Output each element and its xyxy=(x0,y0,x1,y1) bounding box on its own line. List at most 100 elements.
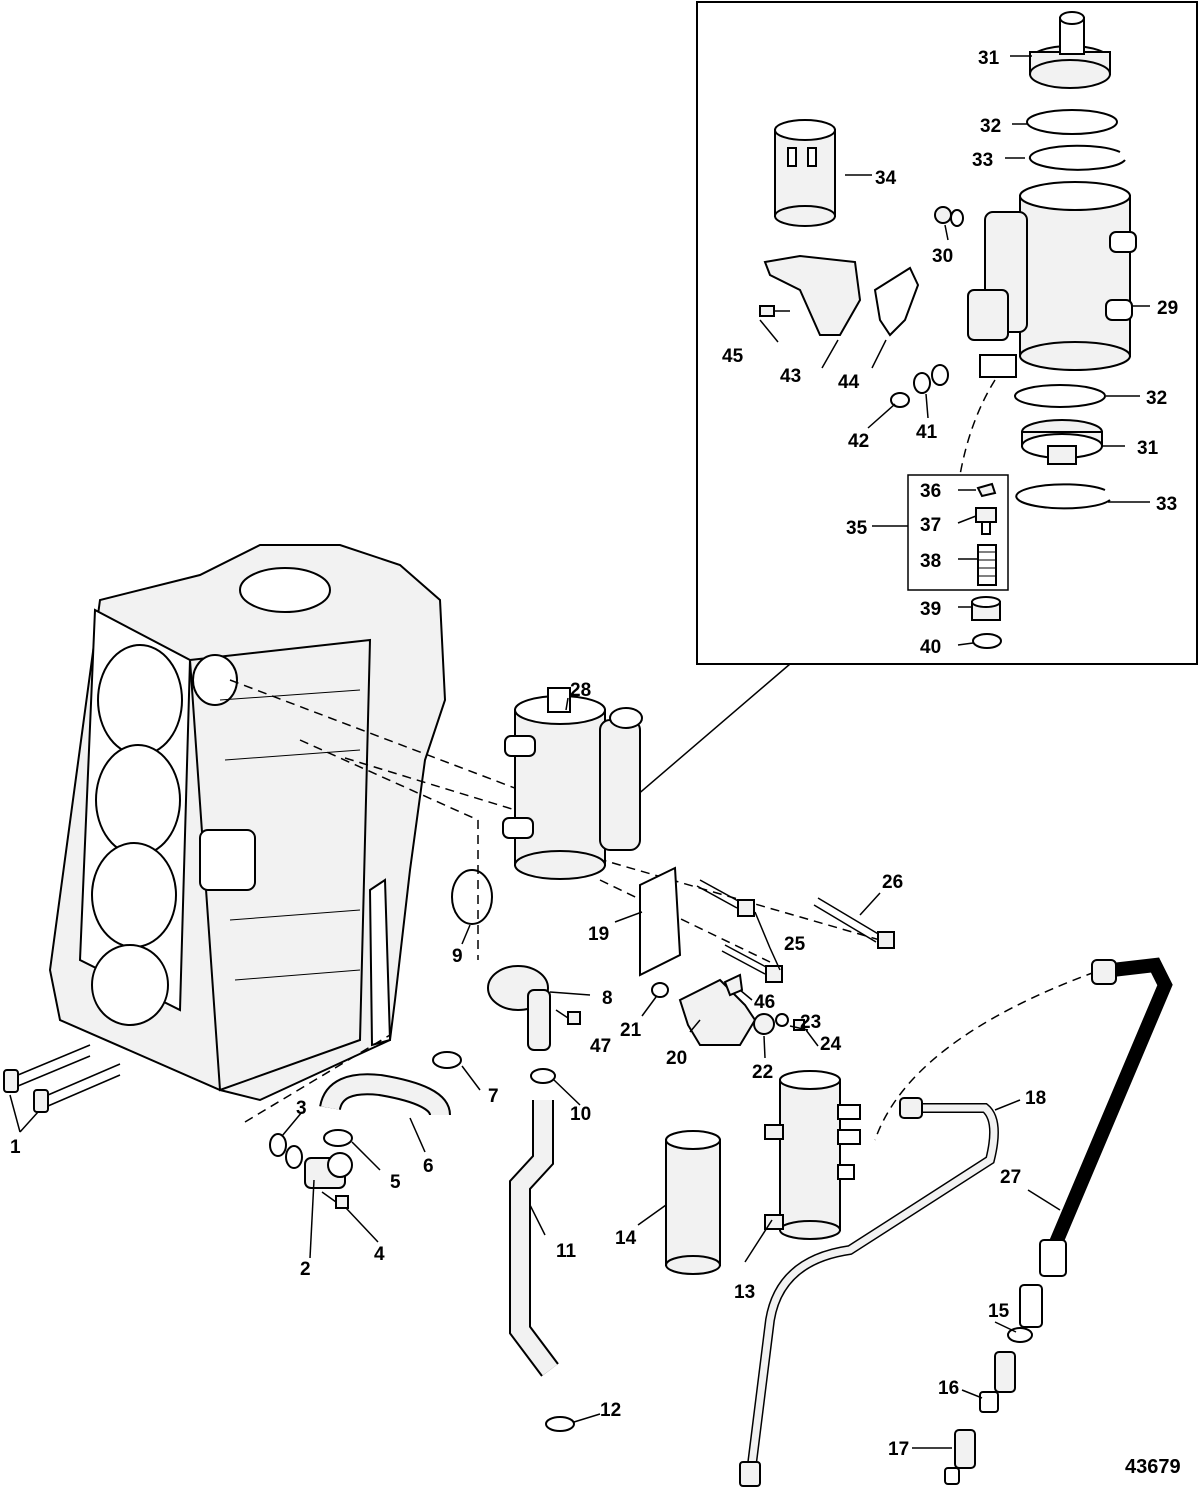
part-19-gasket-plate xyxy=(639,866,682,977)
callout-16: 16 xyxy=(938,1378,959,1399)
part-47-bolt xyxy=(555,1009,581,1025)
part-15-hose-clamp xyxy=(1007,1327,1033,1343)
callout-labels: 1 2 3 4 5 6 7 8 9 10 11 12 13 14 15 16 1… xyxy=(10,48,1181,1478)
part-27-route-path xyxy=(874,971,1096,1141)
part-29-filter-housing xyxy=(967,181,1137,378)
part-3-oring-b xyxy=(285,1145,303,1169)
part-22-grommet xyxy=(753,1013,775,1035)
callout-7: 7 xyxy=(488,1086,499,1107)
part-31-cap-top xyxy=(1029,11,1111,89)
part-38-spring xyxy=(977,544,997,586)
callout-35: 35 xyxy=(846,518,868,539)
part-6-hose-fill xyxy=(321,1075,449,1117)
callout-32-lower: 32 xyxy=(1146,388,1167,409)
part-4-bolt xyxy=(321,1191,349,1209)
inset-assembly-path xyxy=(959,379,996,476)
callout-43: 43 xyxy=(780,366,801,387)
part-35-kit-frame xyxy=(907,474,1009,591)
callout-10: 10 xyxy=(570,1104,591,1125)
engine-block xyxy=(48,544,447,1102)
part-37-valve xyxy=(975,507,997,535)
part-13-filter-housing xyxy=(764,1070,861,1240)
callout-18: 18 xyxy=(1025,1088,1046,1109)
callout-37: 37 xyxy=(920,515,941,536)
callout-12: 12 xyxy=(600,1400,621,1421)
callout-25: 25 xyxy=(784,934,806,955)
callout-39: 39 xyxy=(920,599,941,620)
part-2-elbow-fitting xyxy=(304,1152,353,1189)
callout-6: 6 xyxy=(423,1156,434,1177)
part-18-connector-end xyxy=(739,1461,761,1487)
part-1-bolts xyxy=(3,1044,121,1133)
part-30-fitting xyxy=(934,206,964,227)
callout-32: 32 xyxy=(980,116,1001,137)
callout-28: 28 xyxy=(570,680,591,701)
callout-30: 30 xyxy=(932,246,953,267)
inset-leader-line xyxy=(621,663,791,809)
part-18-connector xyxy=(899,1097,923,1119)
callout-13: 13 xyxy=(734,1282,755,1303)
callout-14: 14 xyxy=(615,1228,637,1249)
callout-31: 31 xyxy=(978,48,1000,69)
part-32-oring-top xyxy=(1026,109,1118,135)
block-assembly-paths xyxy=(229,679,881,1123)
callout-24: 24 xyxy=(820,1034,842,1055)
callout-8: 8 xyxy=(602,988,613,1009)
part-20-bracket xyxy=(678,978,757,1046)
part-40-oring xyxy=(972,633,1002,649)
inset-leader-lines xyxy=(759,55,1150,646)
callout-11: 11 xyxy=(556,1241,577,1262)
part-9-oring xyxy=(451,869,493,925)
callout-1: 1 xyxy=(10,1137,21,1158)
part-36-cap xyxy=(976,482,997,498)
part-8-thermostat-cover xyxy=(487,965,551,1051)
part-3-oring-a xyxy=(269,1133,287,1157)
part-46-clip xyxy=(723,973,744,997)
main-leader-lines xyxy=(281,697,1061,1449)
part-41-seal xyxy=(913,372,931,394)
callout-40: 40 xyxy=(920,637,941,658)
callout-47: 47 xyxy=(590,1036,611,1057)
callout-33: 33 xyxy=(972,150,993,171)
callout-46: 46 xyxy=(754,992,775,1013)
part-31-cap-bottom xyxy=(1021,419,1103,465)
part-24-nut xyxy=(793,1019,805,1031)
callout-36: 36 xyxy=(920,481,941,502)
part-28-filter-assembly xyxy=(502,687,643,880)
callout-26: 26 xyxy=(882,872,903,893)
part-42-oring xyxy=(890,392,910,408)
part-27-corrugated-hose xyxy=(1019,957,1173,1328)
callout-17: 17 xyxy=(888,1439,909,1460)
part-5-hose-clamp xyxy=(323,1129,353,1147)
callout-31-lower: 31 xyxy=(1137,438,1159,459)
part-26-bolt xyxy=(813,897,895,949)
callout-9: 9 xyxy=(452,946,463,967)
callout-33-lower: 33 xyxy=(1156,494,1177,515)
part-43-filter-adapter xyxy=(763,254,862,336)
part-33-snap-ring-bottom xyxy=(1015,483,1111,510)
part-25-bolts xyxy=(696,879,783,983)
callout-22: 22 xyxy=(752,1062,773,1083)
detail-inset-frame xyxy=(696,1,1198,665)
part-10-oring xyxy=(530,1068,556,1084)
part-33-snap-ring-top xyxy=(1028,144,1126,171)
callout-27: 27 xyxy=(1000,1167,1021,1188)
part-18-fuel-line-fill xyxy=(746,1104,998,1481)
callout-29: 29 xyxy=(1157,298,1178,319)
callout-41: 41 xyxy=(916,422,938,443)
callout-19: 19 xyxy=(588,924,609,945)
part-32-oring-bottom xyxy=(1014,384,1106,408)
callout-34: 34 xyxy=(875,168,897,189)
callout-42: 42 xyxy=(848,431,869,452)
callout-44: 44 xyxy=(838,372,860,393)
part-41-seal-b xyxy=(931,364,949,386)
callout-15: 15 xyxy=(988,1301,1010,1322)
part-11-water-tube-fill xyxy=(511,1100,558,1376)
callout-45: 45 xyxy=(722,346,744,367)
part-14-filter-element xyxy=(665,1130,721,1275)
part-34-oil-filter xyxy=(774,119,836,227)
part-16-connector xyxy=(979,1351,1016,1413)
part-17-fitting xyxy=(944,1429,976,1485)
callout-38: 38 xyxy=(920,551,941,572)
